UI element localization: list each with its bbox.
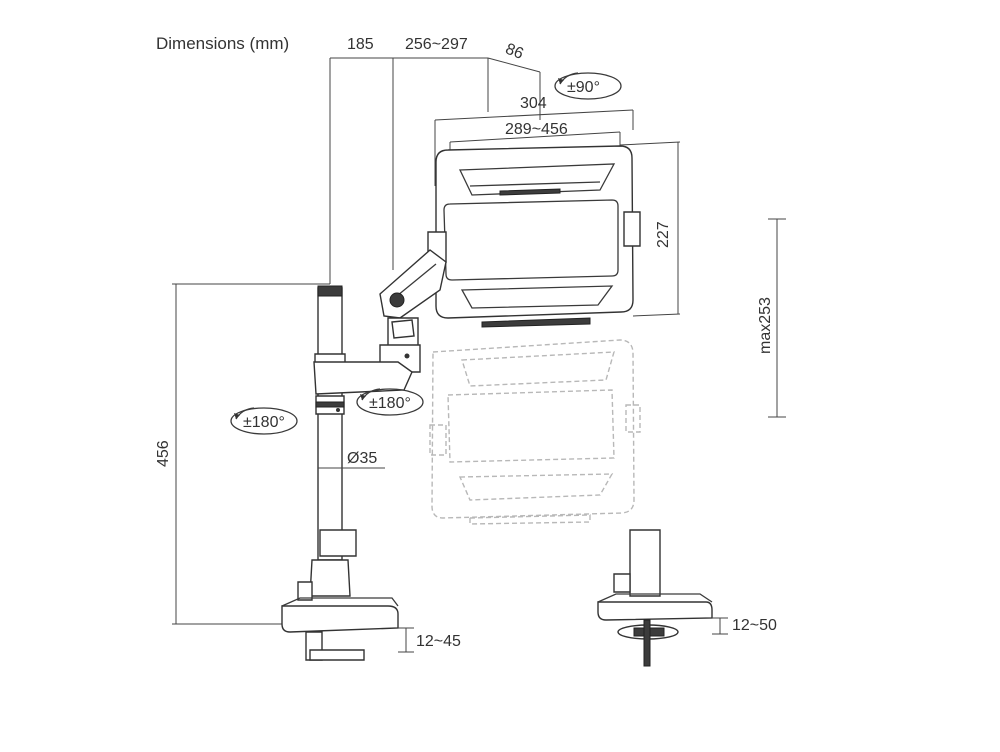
- dim-tray-height: 227: [619, 141, 681, 317]
- label-tray-width-range: 289~456: [505, 121, 568, 138]
- label-tray-height: 227: [655, 221, 672, 248]
- label-tray-width-max: 304: [520, 95, 547, 112]
- label-rotate-tilt: ±90°: [567, 79, 600, 96]
- label-pole-diameter: Ø35: [347, 450, 377, 467]
- lowered-tray-ghost: [429, 339, 641, 525]
- label-pole-height: 456: [155, 440, 172, 467]
- dim-height-adjust: max253: [757, 218, 786, 418]
- rotation-180-base-badge: ±180°: [230, 407, 298, 435]
- label-arm-depth: 185: [347, 36, 374, 53]
- dim-tray-width: 304 289~456: [434, 95, 634, 186]
- label-grommet-range: 12~50: [732, 617, 777, 634]
- dim-pole-diameter: Ø35: [318, 450, 385, 469]
- desk-clamp-base: 12~45: [281, 559, 461, 661]
- laptop-tray: [427, 145, 641, 328]
- rotation-90-badge: ±90°: [554, 72, 622, 100]
- support-pole: [313, 285, 413, 561]
- label-clamp-range: 12~45: [416, 633, 461, 650]
- drawing-title: Dimensions (mm): [156, 34, 289, 53]
- label-rotate-base: ±180°: [243, 414, 285, 431]
- gas-spring-arm: [379, 249, 447, 373]
- label-arm-reach: 256~297: [405, 36, 468, 53]
- dim-pole-height: 456: [155, 283, 330, 625]
- grommet-base: 12~50: [597, 529, 777, 667]
- dim-arm-top: 185 256~297 86: [329, 36, 541, 284]
- label-height-adjust: max253: [757, 297, 774, 354]
- label-tray-offset: 86: [503, 41, 526, 63]
- label-rotate-arm: ±180°: [369, 395, 411, 412]
- rotation-180-arm-badge: ±180°: [356, 388, 424, 416]
